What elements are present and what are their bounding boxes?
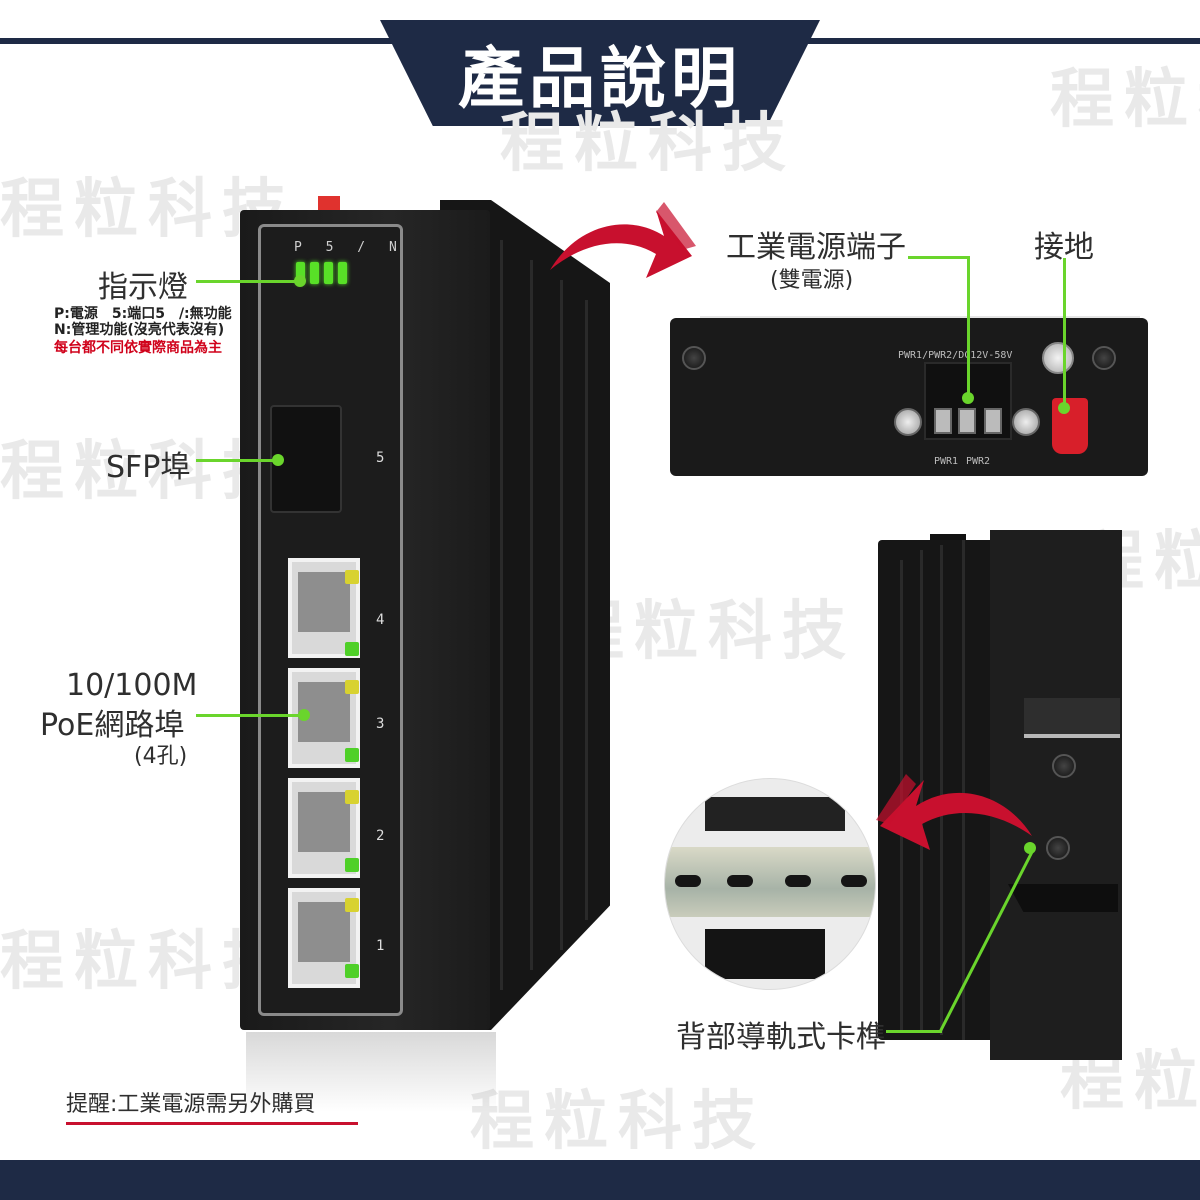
poe-port-label: 10/100M: [66, 668, 198, 703]
terminal-spec-label: PWR1/PWR2/DC12V-58V: [898, 350, 1013, 361]
reminder-underline: [66, 1122, 358, 1125]
poe-port-label: PoE網路埠: [40, 708, 185, 743]
pwr1-label: PWR1: [934, 456, 959, 467]
port-led: [345, 570, 359, 584]
callout-line: [908, 256, 970, 259]
watermark: 程粒科技: [500, 106, 796, 181]
port-number: 4: [376, 612, 385, 628]
port-led: [345, 748, 359, 762]
led-indicator: [338, 262, 347, 284]
port-number: 2: [376, 828, 385, 844]
terminal-pin: [958, 408, 976, 434]
pwr2-label: PWR2: [966, 456, 991, 467]
callout-line: [196, 280, 300, 283]
indicator-warning-note: 每台都不同依實際商品為主: [54, 340, 222, 356]
callout-line: [928, 846, 1048, 1036]
power-terminal-tab: [318, 196, 340, 210]
port-led: [345, 642, 359, 656]
indicator-label: 指示燈: [98, 270, 188, 305]
heatsink-fin: [920, 550, 923, 1030]
screw-icon: [1052, 754, 1076, 778]
screw-icon: [1012, 408, 1040, 436]
terminal-pin: [934, 408, 952, 434]
callout-line: [967, 256, 970, 396]
sfp-label: SFP埠: [106, 450, 191, 485]
device-back-panel: [990, 530, 1122, 1060]
heatsink-fin: [962, 540, 965, 1040]
callout-line: [886, 1030, 942, 1033]
port-led: [345, 680, 359, 694]
callout-dot: [1058, 402, 1070, 414]
watermark: 程粒科技: [470, 1084, 766, 1159]
footer-bar: [0, 1160, 1200, 1200]
heatsink-fin: [530, 260, 533, 970]
rj45-port: [288, 558, 360, 658]
heatsink-fin: [500, 240, 503, 990]
port-number: 3: [376, 716, 385, 732]
watermark: 程粒科技: [1050, 62, 1200, 137]
din-rail-closeup: [664, 778, 876, 990]
led-panel-label: P 5 / N: [294, 240, 405, 255]
heatsink-fin: [940, 545, 943, 1035]
screw-icon: [682, 346, 706, 370]
callout-dot: [294, 275, 306, 287]
power-terminal-sublabel: (雙電源): [770, 268, 854, 293]
screw-icon: [894, 408, 922, 436]
callout-dot: [962, 392, 974, 404]
watermark: 程粒科技: [0, 172, 296, 247]
heatsink-fin: [560, 280, 563, 950]
power-terminal-label: 工業電源端子: [726, 230, 906, 265]
callout-dot: [298, 709, 310, 721]
din-rail-label: 背部導軌式卡榫: [676, 1020, 886, 1055]
din-rail-clip: [1024, 698, 1120, 738]
purchase-reminder: 提醒:工業電源需另外購買: [66, 1092, 316, 1117]
arrow-icon: [546, 196, 696, 306]
screw-icon: [1046, 836, 1070, 860]
callout-dot: [272, 454, 284, 466]
screw-icon: [1092, 346, 1116, 370]
callout-line: [1063, 258, 1066, 408]
din-rail-clip-bottom: [1008, 884, 1118, 912]
callout-line: [196, 459, 278, 462]
watermark: 程粒科技: [0, 434, 296, 509]
indicator-note: N:管理功能(沒亮代表沒有): [54, 322, 225, 338]
sfp-port-number: 5: [376, 450, 385, 466]
port-led: [345, 898, 359, 912]
callout-dot: [1024, 842, 1036, 854]
heatsink-fin: [585, 300, 588, 920]
led-indicator: [296, 262, 305, 284]
port-led: [345, 790, 359, 804]
header-tab: 產品說明: [380, 20, 820, 126]
page-title: 產品說明: [458, 40, 742, 117]
terminal-pin: [984, 408, 1002, 434]
watermark: 程粒科技: [0, 924, 296, 999]
port-led: [345, 964, 359, 978]
port-number: 1: [376, 938, 385, 954]
callout-line: [196, 714, 304, 717]
poe-port-count: (4孔): [134, 744, 188, 769]
arrow-icon: [876, 766, 1036, 876]
led-indicator: [324, 262, 333, 284]
sfp-port: [270, 405, 342, 513]
port-led: [345, 858, 359, 872]
device-reflection: [246, 1032, 496, 1112]
ground-ring: [1042, 342, 1074, 374]
led-indicator: [310, 262, 319, 284]
indicator-note: P:電源 5:端口5 /:無功能: [54, 306, 232, 322]
